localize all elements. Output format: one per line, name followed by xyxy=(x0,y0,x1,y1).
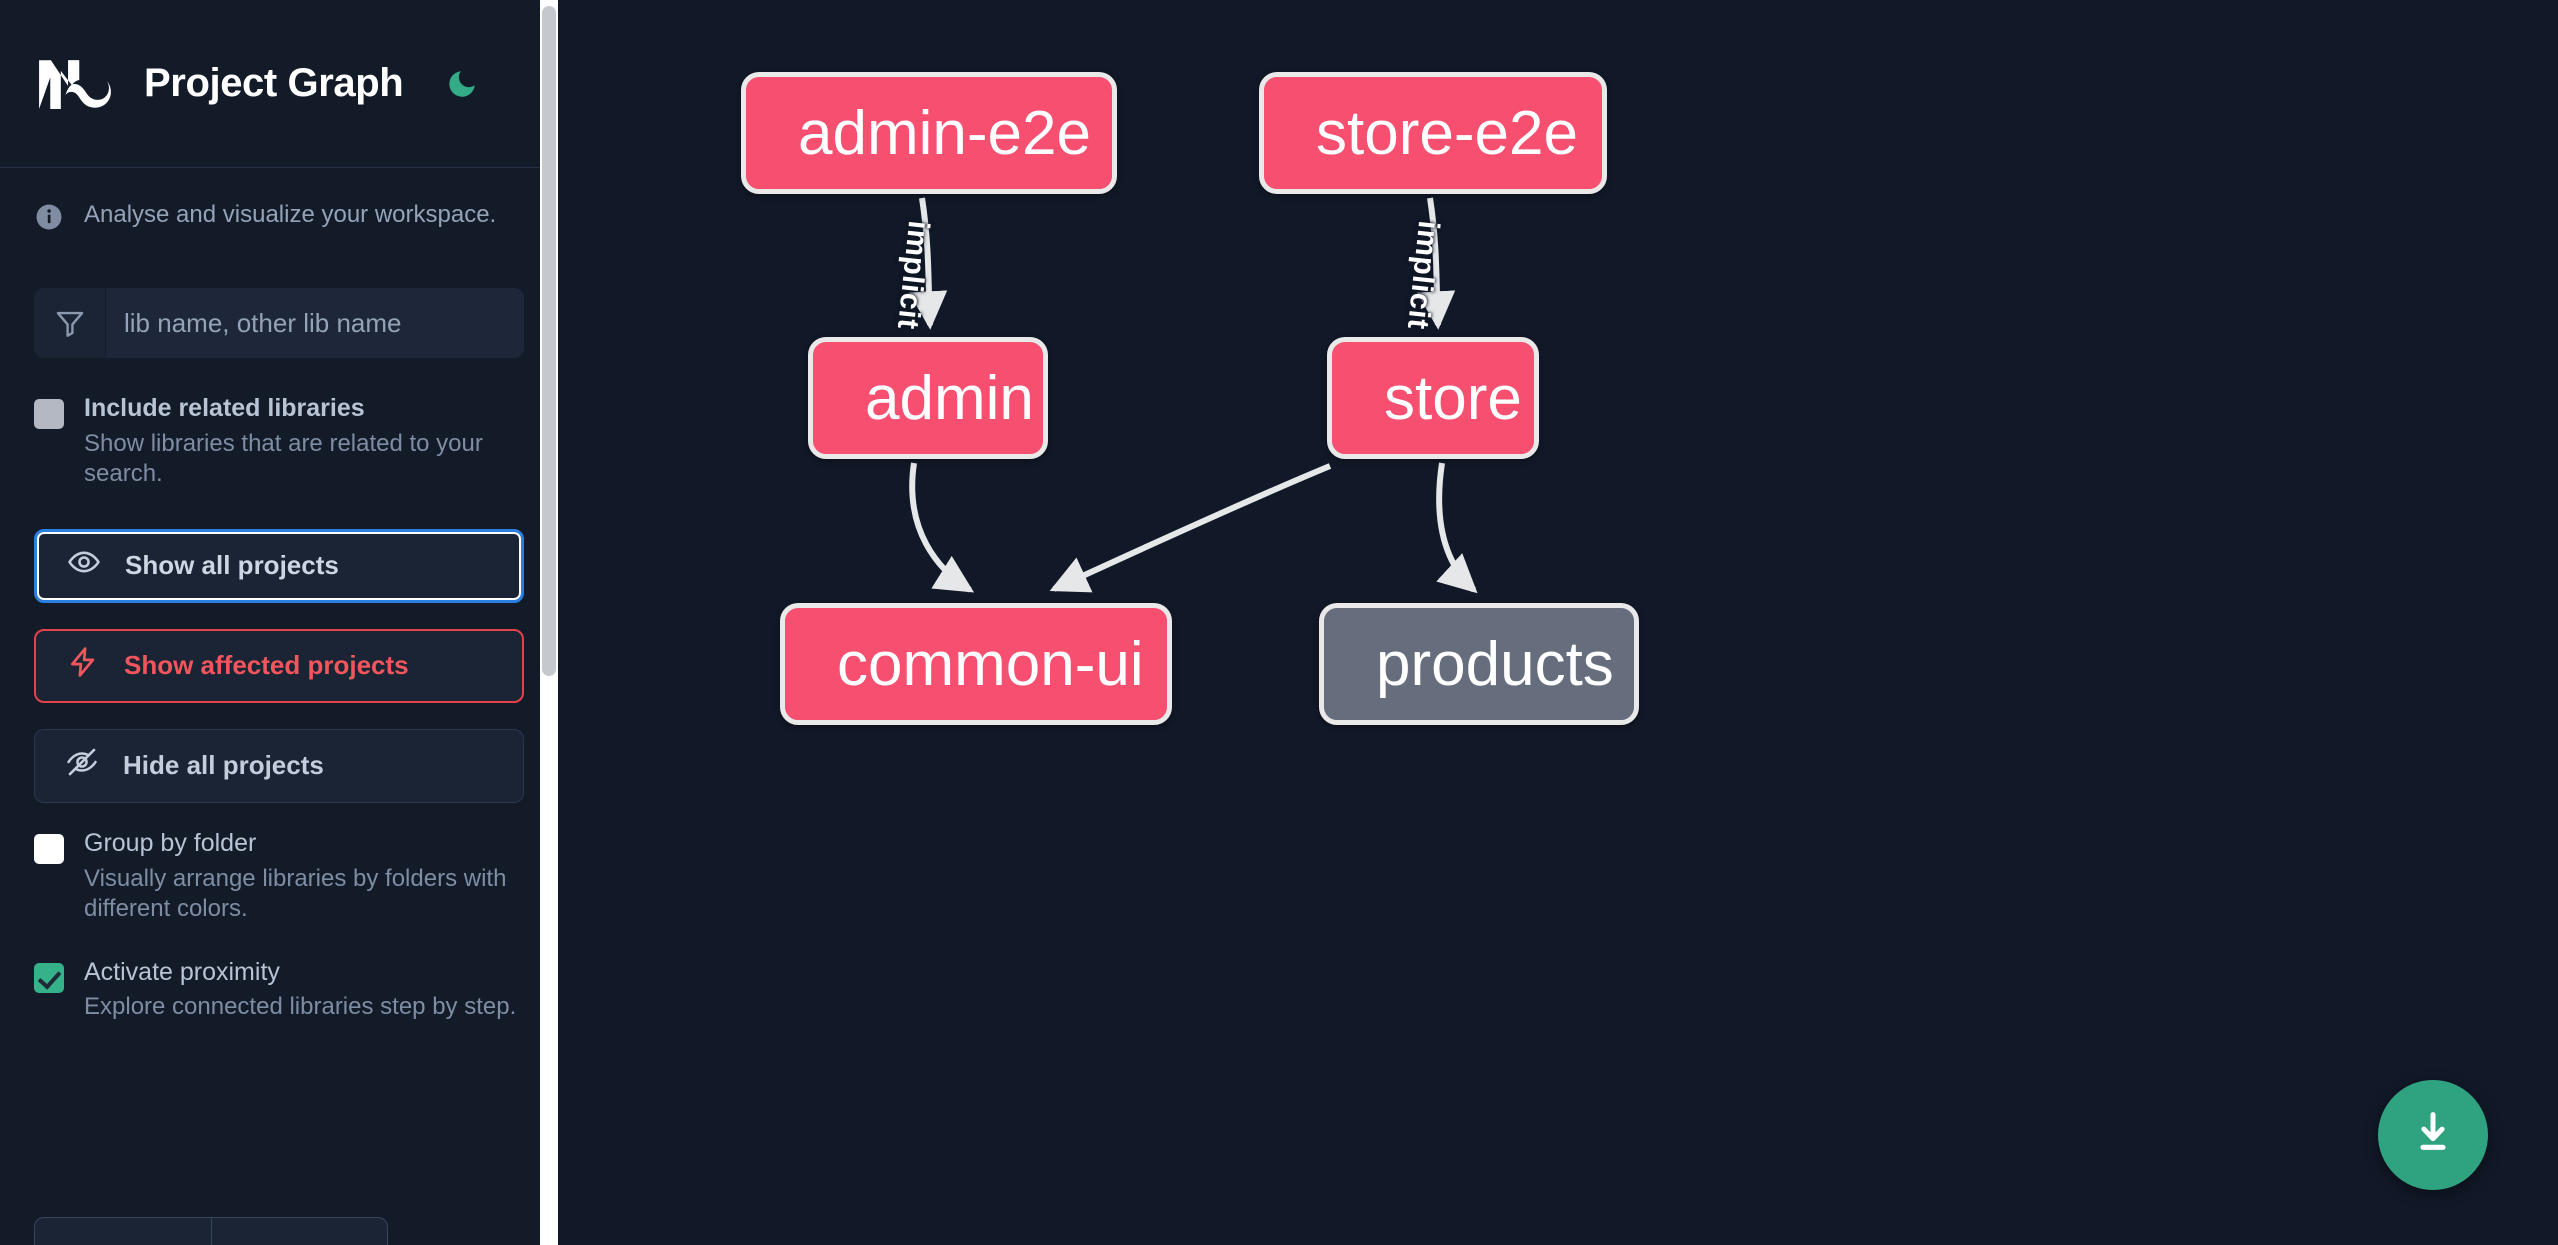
filter-icon xyxy=(34,288,106,358)
hide-all-projects-label: Hide all projects xyxy=(123,750,324,781)
show-all-projects-label: Show all projects xyxy=(125,550,339,581)
graph-node-store-e2e[interactable]: store-e2e xyxy=(1259,72,1607,194)
graph-node-admin[interactable]: admin xyxy=(808,337,1048,459)
activate-proximity-description: Explore connected libraries step by step… xyxy=(84,993,517,1021)
show-all-projects-button[interactable]: Show all projects xyxy=(34,528,524,603)
graph-node-label: admin xyxy=(865,363,1034,433)
eye-icon xyxy=(67,545,101,586)
option-activate-proximity[interactable]: Activate proximity Explore connected lib… xyxy=(0,958,558,1023)
graph-node-common-ui[interactable]: common-ui xyxy=(780,603,1172,725)
group-by-folder-checkbox[interactable] xyxy=(34,833,64,864)
download-icon xyxy=(2407,1107,2459,1164)
edge-label-store-implicit: implicit xyxy=(1400,219,1446,331)
show-affected-projects-button[interactable]: Show affected projects xyxy=(34,628,524,703)
sidebar-scrollbar-thumb[interactable] xyxy=(542,6,556,676)
eye-off-icon xyxy=(65,745,99,786)
project-visibility-buttons: Show all projects Show affected projects xyxy=(0,528,558,803)
proximity-stepper-control[interactable] xyxy=(34,1217,388,1245)
lightning-bolt-icon xyxy=(66,645,100,686)
edge-store-to-common-ui xyxy=(1049,463,1332,593)
hide-all-projects-button[interactable]: Hide all projects xyxy=(34,728,524,803)
edge-label-admin-implicit: implicit xyxy=(890,219,936,331)
edge-admin-to-common-ui xyxy=(909,462,975,593)
include-related-libraries-checkbox[interactable] xyxy=(34,399,64,429)
nx-logo-icon xyxy=(34,55,114,113)
graph-node-label: common-ui xyxy=(837,629,1144,699)
download-graph-button[interactable] xyxy=(2378,1080,2488,1190)
option-include-related-libraries[interactable]: Include related libraries Show libraries… xyxy=(0,394,558,489)
graph-node-admin-e2e[interactable]: admin-e2e xyxy=(741,72,1117,194)
activate-proximity-label: Activate proximity xyxy=(84,957,280,986)
edge-store-e2e-to-store xyxy=(1416,197,1456,330)
graph-node-label: admin-e2e xyxy=(798,98,1091,168)
activate-proximity-checkbox[interactable] xyxy=(34,962,64,993)
page-title: Project Graph xyxy=(144,61,404,105)
show-affected-projects-label: Show affected projects xyxy=(124,650,409,681)
graph-canvas[interactable]: admin-e2e store-e2e admin store common-u… xyxy=(558,0,2558,1245)
sidebar-header: Project Graph xyxy=(0,0,558,168)
workspace-blurb: Analyse and visualize your workspace. xyxy=(0,168,558,240)
graph-node-label: store xyxy=(1384,363,1522,433)
workspace-blurb-text: Analyse and visualize your workspace. xyxy=(84,201,497,228)
graph-node-label: store-e2e xyxy=(1316,98,1578,168)
graph-node-products[interactable]: products xyxy=(1319,603,1639,725)
proximity-stepper-segment[interactable] xyxy=(35,1218,212,1245)
search-input[interactable] xyxy=(106,288,524,358)
group-by-folder-description: Visually arrange libraries by folders wi… xyxy=(84,864,507,922)
moon-icon[interactable] xyxy=(441,63,483,105)
group-by-folder-label: Group by folder xyxy=(84,828,257,857)
sidebar-scrollbar-track[interactable] xyxy=(540,0,558,1245)
include-related-libraries-description: Show libraries that are related to your … xyxy=(84,429,483,487)
edge-admin-e2e-to-admin xyxy=(908,197,948,330)
graph-node-label: products xyxy=(1376,629,1614,699)
include-related-libraries-label: Include related libraries xyxy=(84,394,365,422)
search-row xyxy=(34,288,524,358)
sidebar: Project Graph Analyse and visualize your… xyxy=(0,0,558,1245)
graph-node-store[interactable]: store xyxy=(1327,337,1539,459)
edge-store-to-products xyxy=(1436,462,1478,594)
info-icon xyxy=(34,202,64,240)
option-group-by-folder[interactable]: Group by folder Visually arrange librari… xyxy=(0,829,558,924)
proximity-stepper-segment[interactable] xyxy=(212,1218,388,1245)
